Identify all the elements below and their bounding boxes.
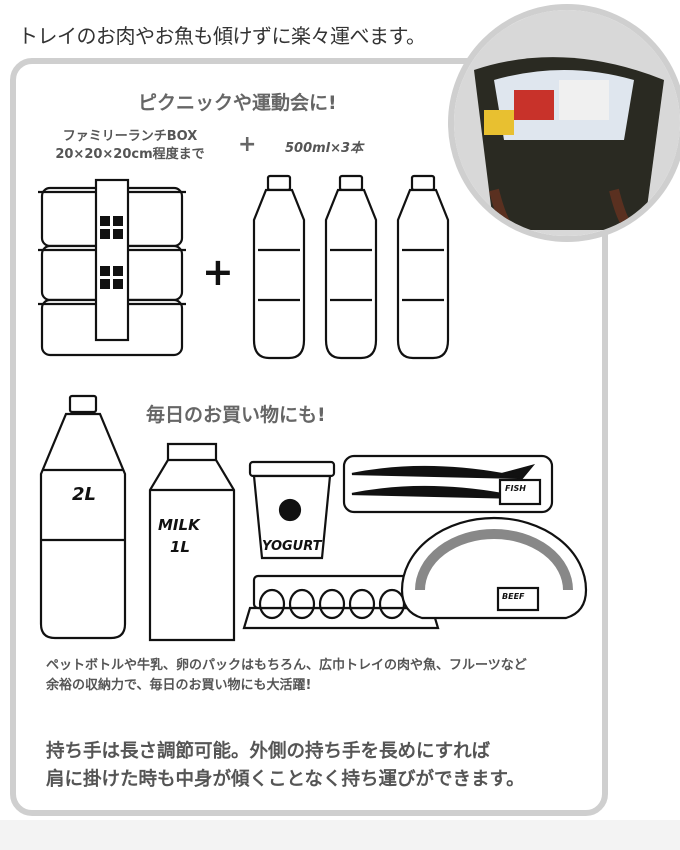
description-line2: 余裕の収納力で、毎日のお買い物にも大活躍! <box>46 678 312 693</box>
footer-background <box>0 820 680 850</box>
milk-label: MILK <box>158 516 201 534</box>
milk-volume-label: 1L <box>170 538 190 556</box>
handle-note: 持ち手は長さ調節可能。外側の持ち手を長めにすれば 肩に掛けた時も中身が傾くことな… <box>46 738 525 794</box>
bottles-caption: 500ml×3本 <box>285 141 364 156</box>
lunchbox-caption-line1: ファミリーランチBOX <box>62 129 198 144</box>
bottle-2l-illustration: 2L <box>39 394 127 640</box>
lunchbox-illustration <box>38 178 186 357</box>
picnic-heading: ピクニックや運動会に! <box>138 92 337 114</box>
lunchbox-caption: ファミリーランチBOX 20×20×20cm程度まで <box>40 128 220 164</box>
beef-label: BEEF <box>502 592 525 601</box>
fish-tray-illustration: FISH <box>342 454 554 514</box>
description-line1: ペットボトルや牛乳、卵のパックはもちろん、広巾トレイの肉や魚、フルーツなど <box>46 658 527 673</box>
lunchbox-caption-line2: 20×20×20cm程度まで <box>55 147 205 162</box>
bottle-500ml-illustrations <box>252 174 450 360</box>
yogurt-label: YOGURT <box>262 539 323 554</box>
cooler-bag-image <box>454 10 680 236</box>
bag-photo <box>448 4 680 242</box>
handle-note-line2: 肩に掛けた時も中身が傾くことなく持ち運びができます。 <box>46 769 525 790</box>
handle-note-line1: 持ち手は長さ調節可能。外側の持ち手を長めにすれば <box>46 741 491 762</box>
shopping-heading: 毎日のお買い物にも! <box>146 404 326 426</box>
bottle-2l-label: 2L <box>72 484 96 505</box>
plus-sign-small: + <box>238 132 257 157</box>
shopping-description: ペットボトルや牛乳、卵のパックはもちろん、広巾トレイの肉や魚、フルーツなど 余裕… <box>46 656 527 696</box>
beef-tray-illustration: BEEF <box>400 516 588 620</box>
fish-label: FISH <box>505 484 526 493</box>
egg-pack-illustration <box>242 574 440 630</box>
lead-text: トレイのお肉やお魚も傾けずに楽々運べます。 <box>18 24 426 48</box>
yogurt-illustration: YOGURT <box>248 460 336 560</box>
milk-carton-illustration: MILK 1L <box>148 442 236 642</box>
plus-sign-large: + <box>202 250 234 294</box>
